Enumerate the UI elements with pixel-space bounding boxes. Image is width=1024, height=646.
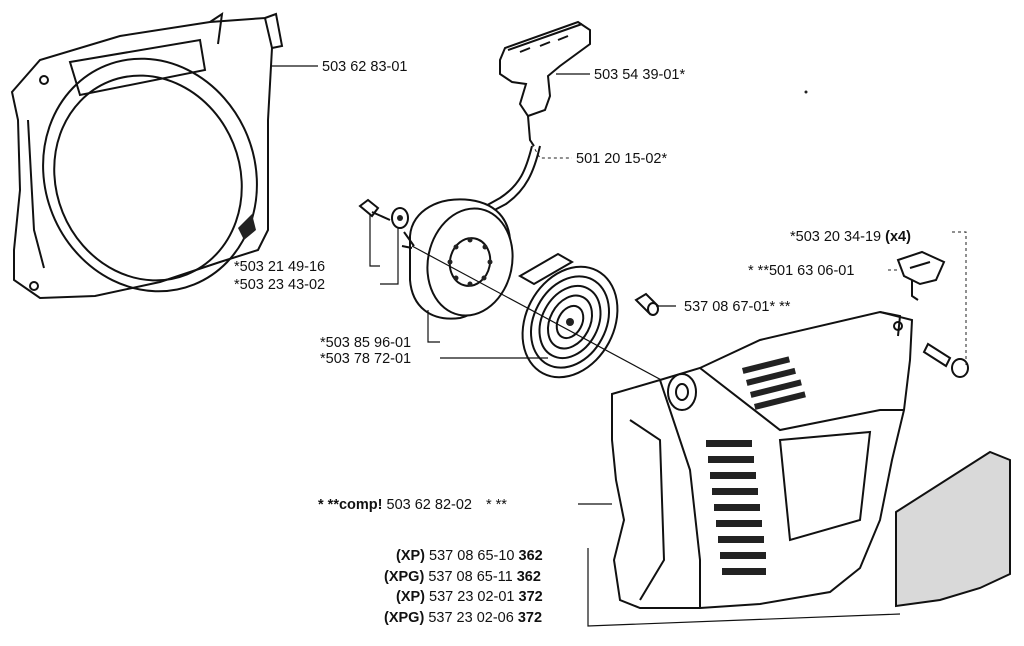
screw-x4-part [922, 342, 969, 378]
variant-tag: (XPG) [384, 569, 424, 585]
label-screw-x4-num: *503 20 34-19 [790, 229, 881, 245]
label-comp: * **comp! 503 62 82-02 * ** [318, 497, 507, 513]
variant-model: 372 [519, 589, 543, 605]
variant-num: 537 23 02-01 [429, 589, 514, 605]
variant-model: 362 [517, 569, 541, 585]
label-comp-prefix: * **comp! [318, 497, 387, 513]
grommet-part [896, 250, 946, 301]
variant-row: (XPG) 537 23 02-06 372 [384, 610, 542, 626]
variant-tag: (XP) [396, 589, 425, 605]
variant-num: 537 08 65-10 [429, 548, 514, 564]
label-fan-housing: 503 62 83-01 [322, 59, 407, 75]
decal-panel-part [895, 450, 1011, 608]
label-washer-a: *503 23 43-02 [234, 277, 325, 293]
label-pulley: *503 85 96-01 [320, 335, 411, 351]
variant-tag: (XPG) [384, 610, 424, 626]
label-comp-num: 503 62 82-02 [387, 497, 472, 513]
label-cord: 501 20 15-02* [576, 151, 667, 167]
label-screw-x4: *503 20 34-19 (x4) [790, 229, 911, 245]
variant-model: 362 [519, 548, 543, 564]
starter-pulley-part [401, 198, 514, 320]
label-bushing: 537 08 67-01* ** [684, 299, 791, 315]
variant-num: 537 08 65-11 [428, 569, 512, 585]
screw-washer-part [358, 198, 409, 229]
label-handle: 503 54 39-01* [594, 67, 685, 83]
starter-handle-part [499, 20, 591, 147]
variant-row: (XP) 537 08 65-10 362 [396, 548, 543, 564]
variant-row: (XP) 537 23 02-01 372 [396, 589, 543, 605]
label-screw-x4-qty: (x4) [885, 229, 911, 245]
speck-mark [804, 90, 808, 94]
bushing-part [634, 292, 660, 316]
variant-num: 537 23 02-06 [428, 610, 513, 626]
label-comp-suffix: * ** [486, 497, 507, 513]
leader-lines [272, 65, 967, 627]
variant-row: (XPG) 537 08 65-11 362 [384, 569, 541, 585]
fan-housing-part [10, 11, 284, 300]
label-screw-a: *503 21 49-16 [234, 259, 325, 275]
part-number-labels: 503 62 83-01 503 54 39-01* 501 20 15-02*… [234, 59, 911, 626]
label-spring: *503 78 72-01 [320, 351, 411, 367]
label-grommet: * **501 63 06-01 [748, 263, 854, 279]
variant-model: 372 [518, 610, 542, 626]
variant-tag: (XP) [396, 548, 425, 564]
starter-cover-part [611, 310, 914, 609]
assembly-axis-line [411, 245, 681, 391]
recoil-spring-part [517, 252, 619, 379]
variant-list: (XP) 537 08 65-10 362 (XPG) 537 08 65-11… [384, 548, 543, 626]
